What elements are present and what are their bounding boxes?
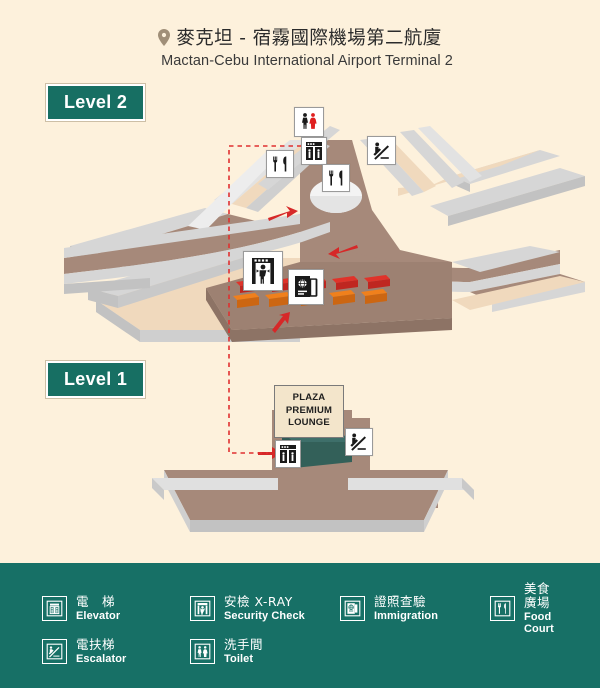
map-elevator-icon-level2[interactable] [301, 137, 327, 165]
legend-label-en: Food Court [524, 610, 554, 635]
food-court-icon [490, 596, 515, 621]
toilet-icon [190, 639, 215, 664]
legend-label-en: Elevator [76, 609, 121, 622]
legend-label-en: Toilet [224, 652, 254, 665]
legend-label-zh: 證照查驗 [374, 593, 427, 609]
level-1-badge[interactable]: Level 1 [44, 360, 147, 399]
legend-item-immigration[interactable]: 證照查驗 Immigration [340, 589, 490, 628]
level2-walkway-brown-upper [64, 206, 330, 274]
map-toilet-icon[interactable] [294, 107, 324, 137]
legend-label-zh: 美食廣場 [524, 580, 551, 610]
legend-grid: 電 梯 Elevator [42, 581, 562, 671]
map-elevator-icon-level1[interactable] [275, 440, 301, 468]
legend-label-zh: 電 梯 [76, 593, 116, 609]
legend-label-en: Immigration [374, 609, 439, 622]
map-security-check-icon[interactable] [243, 251, 283, 291]
map-escalator-icon-level1[interactable] [345, 428, 373, 456]
legend-item-elevator[interactable]: 電 梯 Elevator [42, 589, 190, 628]
legend-label-en: Security Check [224, 609, 305, 622]
elevator-icon [306, 142, 322, 160]
map-food-court-icon-2[interactable] [322, 164, 350, 192]
lounge-line-3: LOUNGE [288, 417, 330, 429]
legend-label-zh: 電扶梯 [76, 636, 116, 652]
lounge-line-2: PREMIUM [285, 404, 333, 416]
food-court-icon [328, 170, 342, 185]
level-2-structure [64, 126, 585, 342]
map-escalator-icon-level2[interactable] [367, 136, 396, 165]
legend-item-escalator[interactable]: 電扶梯 Escalator [42, 632, 190, 671]
immigration-icon [340, 596, 365, 621]
legend-footer: 電 梯 Elevator [0, 563, 600, 688]
level-2-badge[interactable]: Level 2 [44, 83, 147, 122]
map-food-court-icon-1[interactable] [266, 150, 294, 178]
security-check-icon [252, 258, 274, 284]
toilet-icon [302, 113, 317, 129]
escalator-icon [372, 142, 389, 160]
security-check-icon [190, 596, 215, 621]
legend-item-toilet[interactable]: 洗手間 Toilet [190, 632, 340, 671]
elevator-icon [42, 596, 67, 621]
map-immigration-icon[interactable] [288, 269, 324, 305]
escalator-icon [350, 433, 366, 451]
legend-label-en: Escalator [76, 652, 127, 665]
legend-item-security-check[interactable]: 安檢 X-RAY Security Check [190, 589, 340, 628]
legend-label-zh: 洗手間 [224, 636, 264, 652]
lounge-line-1: PLAZA [292, 392, 326, 403]
legend-item-food-court[interactable]: 美食廣場 Food Court [490, 581, 562, 635]
level2-flow-arrows [268, 206, 358, 333]
elevator-icon [280, 445, 296, 463]
plaza-premium-lounge-label[interactable]: PLAZA PREMIUM LOUNGE [274, 385, 344, 438]
food-court-icon [272, 156, 286, 171]
legend-label-zh: 安檢 X-RAY [224, 593, 293, 609]
immigration-icon [295, 276, 318, 297]
escalator-icon [42, 639, 67, 664]
level-1-structure [152, 410, 474, 532]
